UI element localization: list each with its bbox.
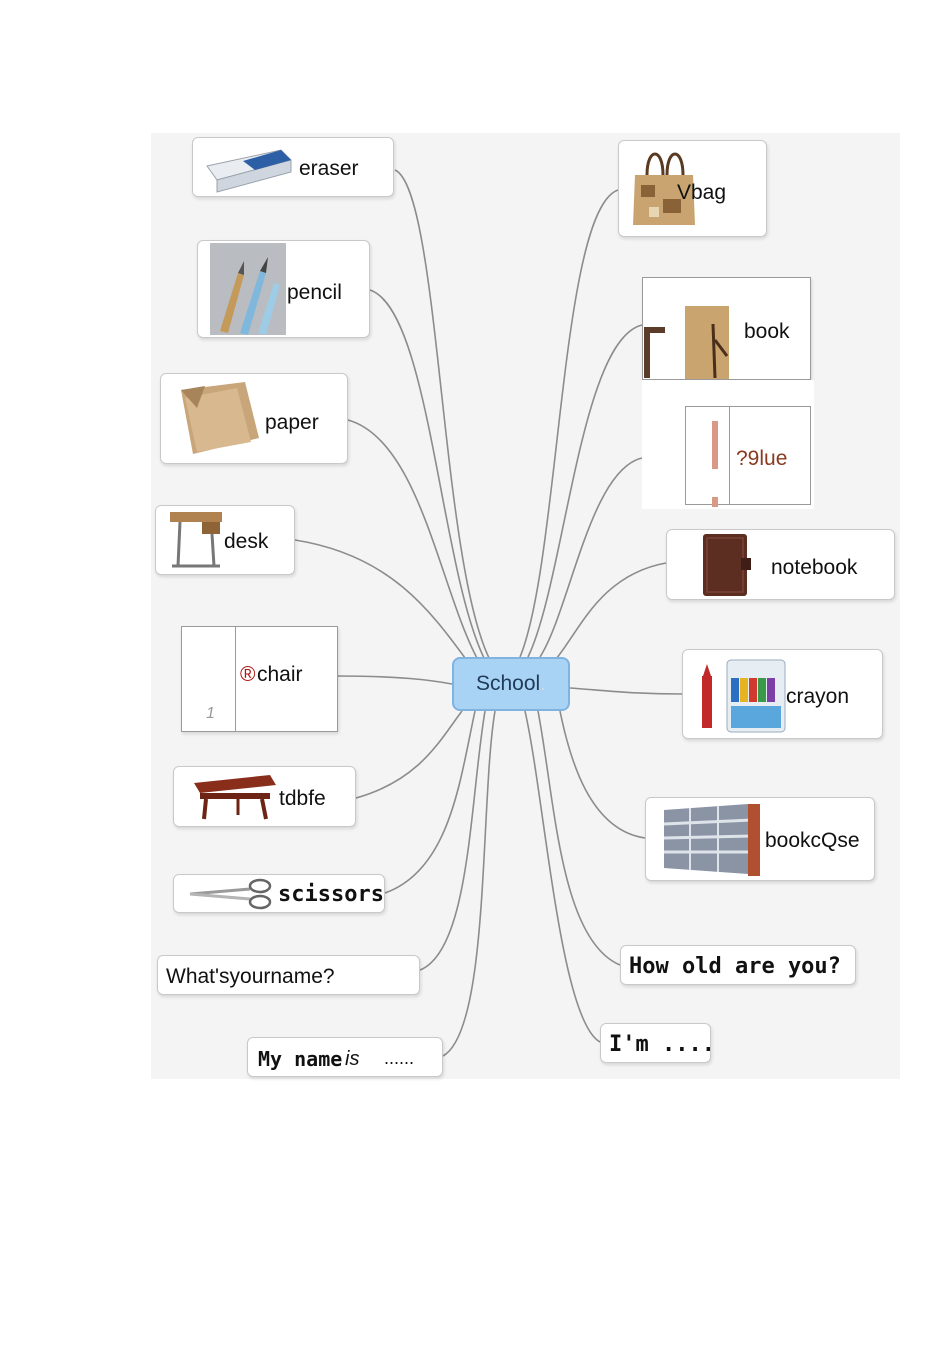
node-how-old-label: How old are you? [629,954,841,979]
node-my-name-part-3: ...... [384,1048,415,1068]
link-chair [337,675,453,685]
link-bag [519,189,619,658]
link-pencil [369,289,486,661]
node-how-old[interactable]: How old are you? [620,945,856,985]
node-bag-label: Vbag [677,181,727,204]
node-whats-your-name[interactable]: What'syourname? [157,955,420,995]
node-eraser-label: eraser [299,157,359,180]
node-eraser[interactable]: eraser [192,137,394,197]
node-notebook-label: notebook [771,556,858,579]
node-scissors[interactable]: scissors [173,874,385,913]
glue-divider [729,406,730,505]
scissors-icon [189,878,272,910]
node-chair-mark: ® [240,663,256,686]
paper-icon [181,382,259,454]
node-chair-number: 1 [206,705,215,722]
node-book[interactable]: book [642,277,811,380]
node-desk-label: desk [224,530,269,553]
center-node-school[interactable]: School. [452,657,570,711]
node-im-label: I'm ...... [609,1032,710,1057]
node-pencil[interactable]: pencil [197,240,370,338]
glue-frame [685,406,811,505]
book-icon [644,306,729,379]
link-glue [539,457,643,658]
node-table-label: tdbfe [279,787,326,810]
node-crayon[interactable]: crayon [682,649,883,739]
link-table [355,710,463,799]
node-crayon-label: crayon [786,685,850,708]
node-bag[interactable]: Vbag [618,140,767,237]
desk-icon [170,512,222,568]
node-chair[interactable]: ® chair 1 [181,626,338,732]
node-my-name-part-1: My name [258,1047,343,1071]
bookcase-icon [663,804,760,876]
link-paper [347,419,479,661]
node-my-name-part-2: is [345,1048,360,1070]
link-howold [537,710,621,966]
node-glue[interactable]: ?9lue [642,380,814,509]
link-im [524,710,601,1043]
node-paper[interactable]: paper [160,373,348,464]
node-book-label: book [744,320,790,343]
node-whats-your-name-label: What'syourname? [166,965,335,988]
node-scissors-label: scissors [278,882,384,907]
link-scissors [384,710,476,894]
center-label: School [475,672,541,695]
link-notebook [555,562,667,660]
glue-icon [712,421,718,507]
node-bookcase-label: bookcQse [765,829,860,852]
node-chair-label: chair [257,663,303,686]
node-notebook[interactable]: notebook [666,529,895,600]
notebook-icon [703,534,751,596]
link-desk [294,539,469,663]
link-bookcase [559,710,646,839]
node-table[interactable]: tdbfe [173,766,356,827]
node-paper-label: paper [265,411,319,434]
link-myname [442,710,496,1057]
bag-icon [633,152,695,225]
table-icon [194,775,276,820]
link-whatsname [419,710,486,971]
link-book [527,324,643,658]
pencil-icon [210,243,286,335]
node-my-name-is[interactable]: My name is ...... [247,1037,443,1077]
chair-divider [235,627,236,731]
node-pencil-label: pencil [287,281,342,304]
node-im[interactable]: I'm ...... [600,1023,711,1063]
node-glue-label: ?9lue [736,447,788,470]
link-crayon [569,687,683,695]
link-eraser [394,169,491,661]
node-desk[interactable]: desk [155,505,295,575]
node-bookcase[interactable]: bookcQse [645,797,875,881]
eraser-icon [206,149,292,193]
crayon-icon [702,659,786,733]
